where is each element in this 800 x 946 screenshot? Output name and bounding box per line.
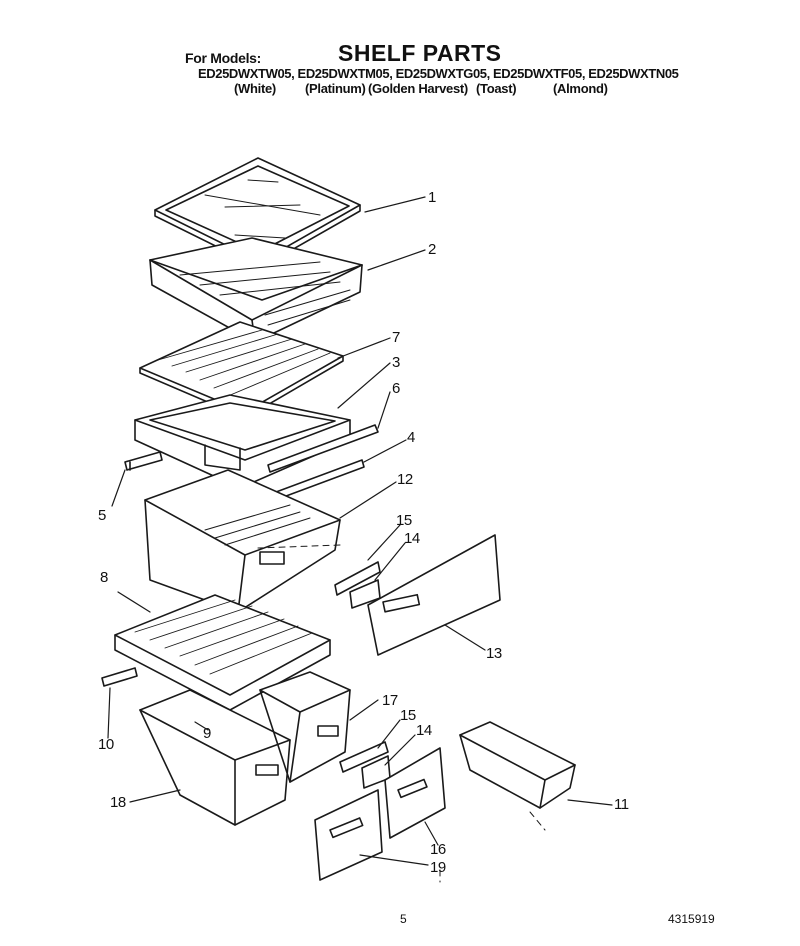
- part-3-shelf-frame: [135, 395, 350, 488]
- callout-5: 5: [98, 507, 106, 524]
- part-13-drawer-front: [368, 535, 500, 655]
- callout-3: 3: [392, 354, 400, 371]
- callout-14-lower: 14: [416, 722, 432, 739]
- color-almond: (Almond): [553, 81, 608, 96]
- callout-18: 18: [110, 794, 126, 811]
- callout-8: 8: [100, 569, 108, 586]
- model-numbers: ED25DWXTW05, ED25DWXTM05, ED25DWXTG05, E…: [198, 66, 679, 81]
- part-16-bin-front: [385, 748, 445, 838]
- part-6-trim-strip: [268, 425, 378, 472]
- color-platinum: (Platinum): [305, 81, 366, 96]
- part-19-bin-front: [315, 790, 382, 880]
- callout-16: 16: [430, 841, 446, 858]
- part-15-handle-upper: [335, 562, 380, 595]
- callout-4: 4: [407, 429, 415, 446]
- callout-6: 6: [392, 380, 400, 397]
- part-18-left-bin: [140, 690, 290, 825]
- callout-17: 17: [382, 692, 398, 709]
- part-12-crisper-drawer: [145, 470, 340, 612]
- callout-13: 13: [486, 645, 502, 662]
- part-5-slide-rail: [125, 452, 162, 470]
- document-number: 4315919: [668, 912, 715, 926]
- part-15-handle-lower: [340, 742, 388, 772]
- callout-14-upper: 14: [404, 530, 420, 547]
- callout-11: 11: [614, 796, 629, 813]
- callout-7: 7: [392, 329, 400, 346]
- callout-1: 1: [428, 189, 436, 206]
- callout-2: 2: [428, 241, 436, 258]
- color-toast: (Toast): [476, 81, 517, 96]
- alignment-lines: [258, 545, 545, 882]
- for-models-label: For Models:: [185, 50, 262, 66]
- part-17-right-bin: [260, 672, 350, 782]
- part-11-dairy-bin: [460, 722, 575, 808]
- page-title: SHELF PARTS: [338, 40, 502, 66]
- callout-12: 12: [397, 471, 413, 488]
- callout-9: 9: [203, 725, 211, 742]
- callout-10: 10: [98, 736, 114, 753]
- callout-15-upper: 15: [396, 512, 412, 529]
- part-2-meat-drawer: [150, 238, 362, 342]
- color-white: (White): [234, 81, 276, 96]
- leader-lines: [108, 197, 612, 865]
- page-number: 5: [400, 912, 407, 926]
- callout-19: 19: [430, 859, 446, 876]
- part-10-lower-rail: [102, 668, 137, 686]
- color-golden-harvest: (Golden Harvest): [368, 81, 468, 96]
- callout-15-lower: 15: [400, 707, 416, 724]
